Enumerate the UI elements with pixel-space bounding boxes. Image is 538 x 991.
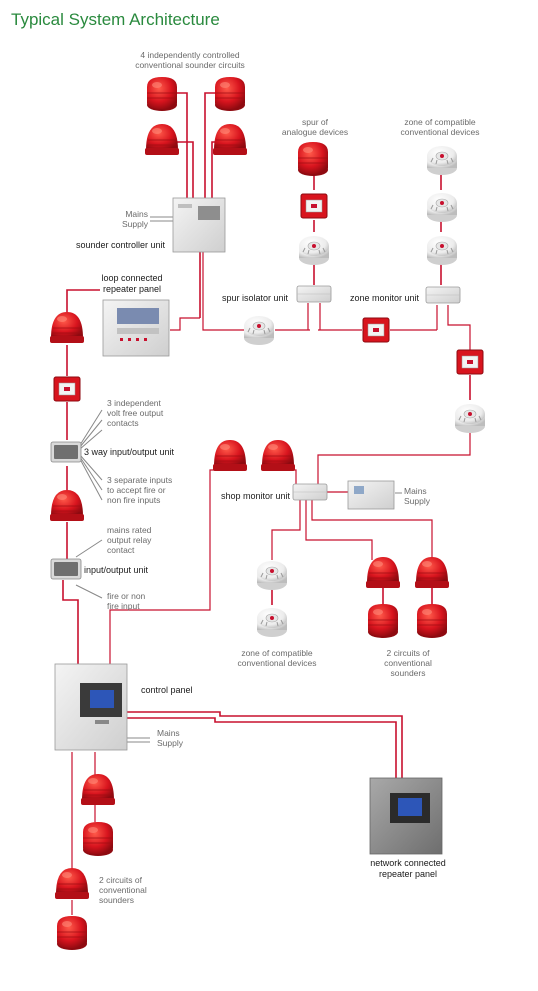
- zone-monitor-icon: [425, 286, 461, 304]
- io-unit-label: input/output unit: [84, 565, 149, 575]
- sounder-beacon-icon: [212, 123, 248, 156]
- sounder-beacon-icon: [212, 439, 248, 472]
- network-repeater-panel: [369, 777, 443, 855]
- diagram-title: Typical System Architecture: [11, 10, 220, 29]
- call-point-icon: [456, 349, 484, 375]
- sounder-beacon-icon: [49, 311, 85, 344]
- io-unit-icon: [50, 558, 82, 580]
- sounder-beacon-icon: [214, 76, 246, 112]
- smoke-detector-icon: [426, 145, 458, 176]
- sounder-beacon-icon: [414, 556, 450, 589]
- sounder-beacon-icon: [56, 915, 88, 951]
- smoke-detector-icon: [454, 403, 486, 434]
- three-way-io-label: 3 way input/output unit: [84, 447, 175, 457]
- loop-repeater-panel: [102, 299, 170, 357]
- sounder-beacon-icon: [80, 773, 116, 806]
- call-point-icon: [300, 193, 328, 219]
- sounder-beacon-icon: [297, 141, 329, 177]
- sounder-beacon-icon: [49, 489, 85, 522]
- smoke-detector-icon: [298, 235, 330, 266]
- sounder-beacon-icon: [365, 556, 401, 589]
- sounder-controller-unit: [172, 197, 226, 253]
- sounder-beacon-icon: [82, 821, 114, 857]
- sounder-beacon-icon: [416, 603, 448, 639]
- smoke-detector-icon: [256, 560, 288, 591]
- smoke-detector-icon: [256, 607, 288, 638]
- smoke-detector-icon: [243, 315, 275, 346]
- call-point-icon: [362, 317, 390, 343]
- io-unit-icon: [50, 441, 82, 463]
- spur-isolator-label: spur isolator unit: [222, 293, 289, 303]
- sounder-controller-label: sounder controller unit: [76, 240, 166, 250]
- call-point-icon: [53, 376, 81, 402]
- control-panel-label: control panel: [141, 685, 193, 695]
- sounder-beacon-icon: [54, 867, 90, 900]
- zone-monitor-label: zone monitor unit: [350, 293, 420, 303]
- smoke-detector-icon: [426, 235, 458, 266]
- spur-isolator-icon: [296, 285, 332, 303]
- smoke-detector-icon: [426, 192, 458, 223]
- sounder-beacon-icon: [146, 76, 178, 112]
- sounder-beacon-icon: [144, 123, 180, 156]
- shop-monitor-label: shop monitor unit: [221, 491, 291, 501]
- shop-monitor-icon: [292, 483, 328, 501]
- control-panel: [54, 663, 128, 751]
- mains-box: [347, 480, 395, 510]
- sounder-beacon-icon: [260, 439, 296, 472]
- sounder-beacon-icon: [367, 603, 399, 639]
- output-arrows: [75, 409, 103, 599]
